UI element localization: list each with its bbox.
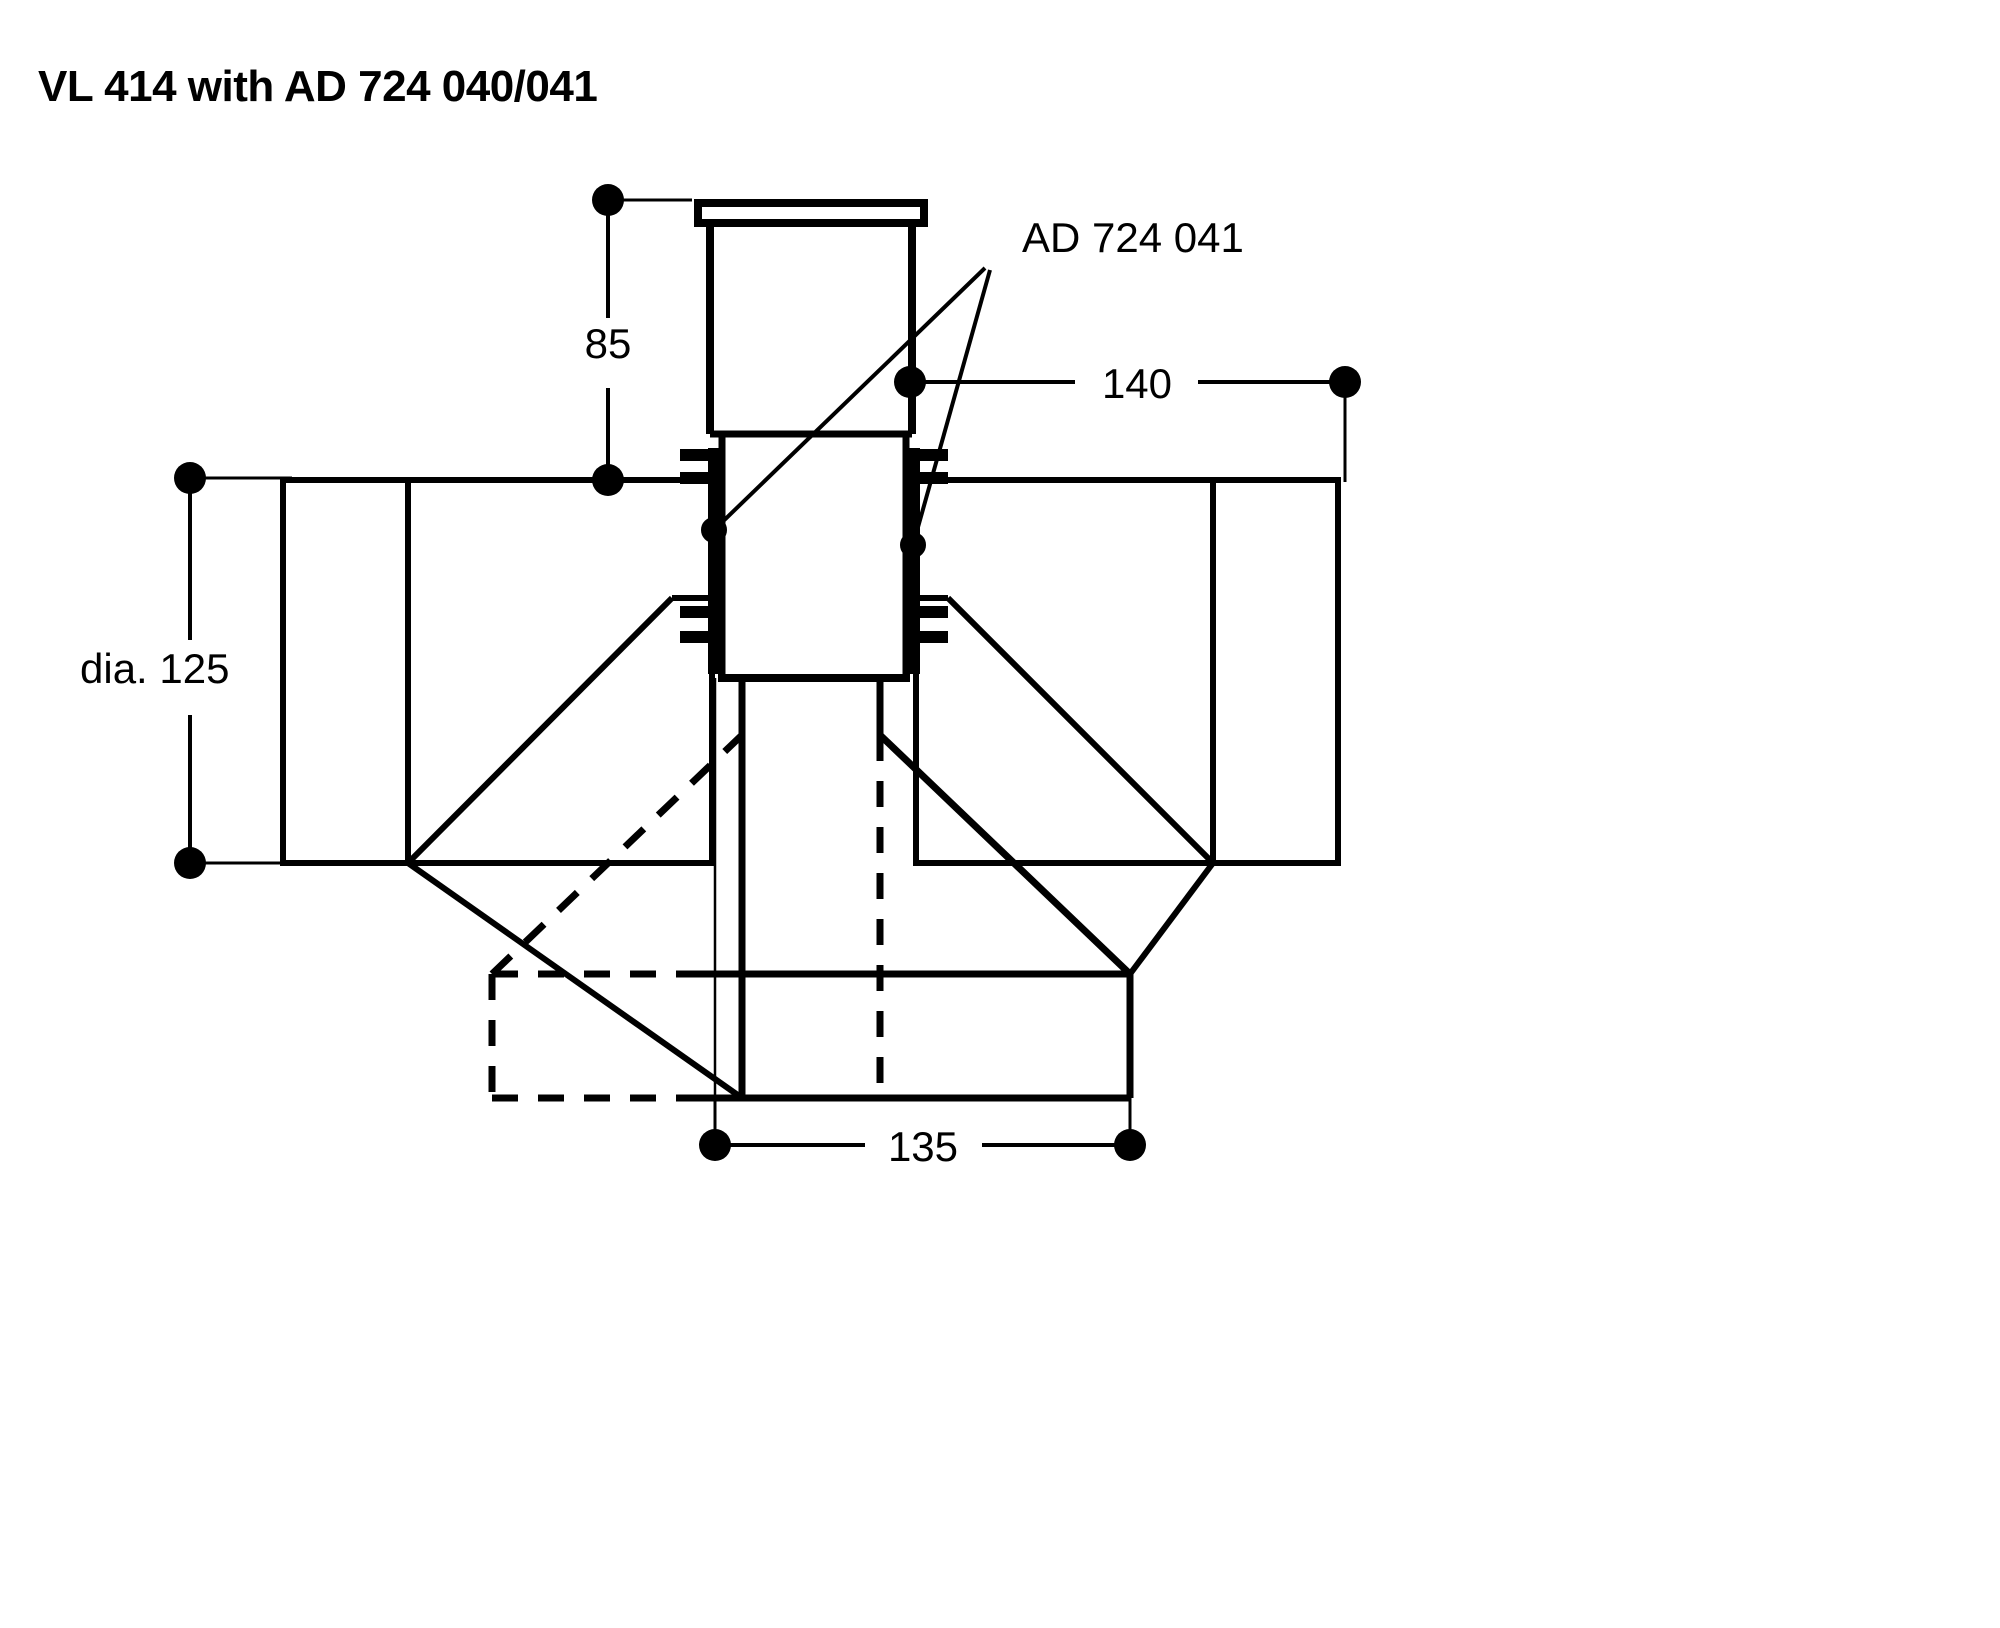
hidden-diagonal — [489, 732, 745, 977]
dim-135-value: 135 — [888, 1123, 958, 1170]
right-duct-diagonal-upper — [945, 595, 1216, 866]
leader-dot-right — [900, 532, 926, 558]
bottom-box — [676, 970, 1134, 1102]
dimension-135-group: 135 — [699, 1098, 1146, 1170]
dim-140-dot-right — [1329, 366, 1361, 398]
callout-ad-724-041-label: AD 724 041 — [1022, 214, 1244, 261]
right-tab-lower-1 — [918, 606, 948, 618]
left-tab-upper-2 — [680, 472, 710, 484]
left-tab-upper-1 — [680, 449, 710, 461]
hidden-outline-group — [488, 732, 884, 1102]
leader-dot-left — [701, 517, 727, 543]
left-duct-assembly — [280, 477, 744, 1101]
dim-85-dot-bottom — [592, 464, 624, 496]
dim-140-dot-left — [894, 366, 926, 398]
right-duct-assembly — [906, 477, 1341, 976]
left-mounting-bar — [708, 448, 722, 674]
left-duct-diagonal-upper — [405, 595, 675, 866]
left-skirt-diagonal — [406, 860, 744, 1101]
left-duct-outline — [280, 477, 715, 866]
dim-135-dot-left — [699, 1129, 731, 1161]
dim-dia125-value: dia. 125 — [80, 645, 229, 692]
top-duct-assembly — [694, 199, 928, 438]
lower-duct-assembly — [713, 678, 1133, 1130]
right-skirt-diagonal — [1127, 861, 1216, 976]
leader-line-right — [911, 269, 992, 546]
right-mounting-bar — [906, 448, 920, 674]
top-flange-cap — [694, 199, 928, 227]
dim-135-dot-right — [1114, 1129, 1146, 1161]
leader-line-left — [712, 266, 987, 532]
left-tab-lower-2 — [680, 631, 710, 643]
dim-dia125-dot-top — [174, 462, 206, 494]
dim-85-dot-top — [592, 184, 624, 216]
dimension-85-group: 85 — [585, 184, 700, 496]
dim-140-value: 140 — [1102, 360, 1172, 407]
lower-duct-transition-diagonal — [877, 732, 1133, 977]
right-tab-upper-1 — [918, 449, 948, 461]
right-tab-lower-2 — [918, 631, 948, 643]
right-duct-outline — [913, 477, 1341, 866]
dimension-140-group: 140 — [894, 360, 1361, 482]
page-title: VL 414 with AD 724 040/041 — [38, 62, 598, 111]
dim-dia125-dot-bottom — [174, 847, 206, 879]
left-tab-lower-1 — [680, 606, 710, 618]
dimension-dia125-group: dia. 125 — [80, 462, 292, 879]
callout-leader-lines — [701, 266, 992, 558]
dim-85-value: 85 — [585, 320, 632, 367]
